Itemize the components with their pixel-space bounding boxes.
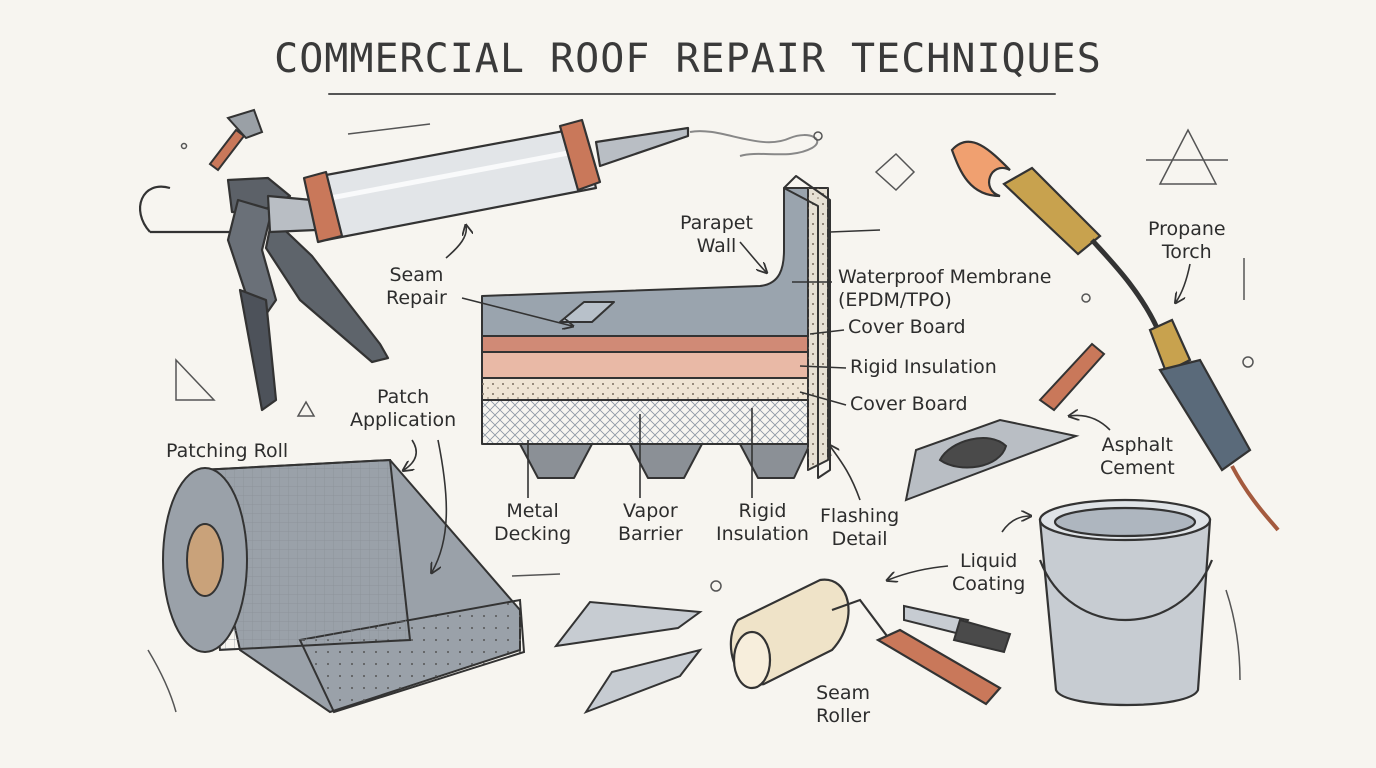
label-vapor-barrier-line1: Vapor <box>623 500 678 522</box>
label-waterproof-membrane-line1: Waterproof Membrane <box>838 266 1052 288</box>
label-asphalt-cement-line2: Cement <box>1100 457 1175 479</box>
page-title: COMMERCIAL ROOF REPAIR TECHNIQUES <box>274 36 1102 82</box>
label-flashing-detail: Flashing Detail <box>820 505 899 551</box>
label-seam-repair: Seam Repair <box>386 264 447 310</box>
label-asphalt-cement: Asphalt Cement <box>1100 434 1175 480</box>
label-propane-torch-line2: Torch <box>1161 241 1212 263</box>
label-propane-torch: Propane Torch <box>1148 218 1226 264</box>
label-seam-repair-line1: Seam <box>389 264 444 286</box>
label-patch-application-line1: Patch <box>376 386 430 408</box>
trowel-icon <box>904 342 1106 502</box>
label-patching-roll: Patching Roll <box>166 440 289 462</box>
label-waterproof-membrane-line2: (EPDM/TPO) <box>838 289 952 311</box>
decorative-doodles <box>147 123 1254 713</box>
seam-roller-icon <box>729 578 1002 706</box>
label-rigid-insulation-right: Rigid Insulation <box>850 356 997 378</box>
label-liquid-coating: Liquid Coating <box>952 550 1025 596</box>
label-patch-application: Patch Application <box>350 386 456 432</box>
label-parapet-wall: Parapet Wall <box>680 212 753 258</box>
label-cover-board-bottom: Cover Board <box>850 393 968 415</box>
hammer-icon <box>208 108 264 172</box>
patching-roll-icon <box>162 458 526 714</box>
label-seam-roller-line1: Seam <box>816 682 870 704</box>
label-seam-roller: Seam Roller <box>816 682 870 728</box>
label-liquid-coating-line1: Liquid <box>960 550 1018 572</box>
label-parapet-wall-line1: Parapet <box>680 212 753 234</box>
label-vapor-barrier-line2: Barrier <box>618 523 683 545</box>
label-propane-torch-line1: Propane <box>1148 218 1226 240</box>
title-underline <box>328 93 1056 95</box>
label-waterproof-membrane: Waterproof Membrane (EPDM/TPO) <box>838 266 1051 312</box>
label-metal-decking: Metal Decking <box>494 500 571 546</box>
label-rigid-insulation-bottom-line2: Insulation <box>716 523 809 545</box>
label-cover-board-top: Cover Board <box>848 316 966 338</box>
caulk-gun-icon <box>139 118 819 412</box>
label-metal-decking-line2: Decking <box>494 523 572 545</box>
utility-blades-icon <box>553 600 1012 715</box>
propane-torch-icon <box>950 140 1280 532</box>
roof-cross-section <box>481 175 831 479</box>
paint-bucket-icon <box>1038 498 1214 707</box>
label-liquid-coating-line2: Coating <box>952 573 1026 595</box>
label-seam-repair-line2: Repair <box>386 287 447 309</box>
label-seam-roller-line2: Roller <box>816 705 871 727</box>
label-vapor-barrier: Vapor Barrier <box>618 500 683 546</box>
label-parapet-wall-line2: Wall <box>696 235 737 257</box>
label-flashing-detail-line2: Detail <box>831 528 888 550</box>
label-flashing-detail-line1: Flashing <box>820 505 900 527</box>
leader-lines <box>404 226 1191 580</box>
label-rigid-insulation-bottom: Rigid Insulation <box>716 500 809 546</box>
label-asphalt-cement-line1: Asphalt <box>1101 434 1174 456</box>
label-rigid-insulation-bottom-line1: Rigid <box>738 500 787 522</box>
label-metal-decking-line1: Metal <box>506 500 559 522</box>
label-patch-application-line2: Application <box>350 409 457 431</box>
